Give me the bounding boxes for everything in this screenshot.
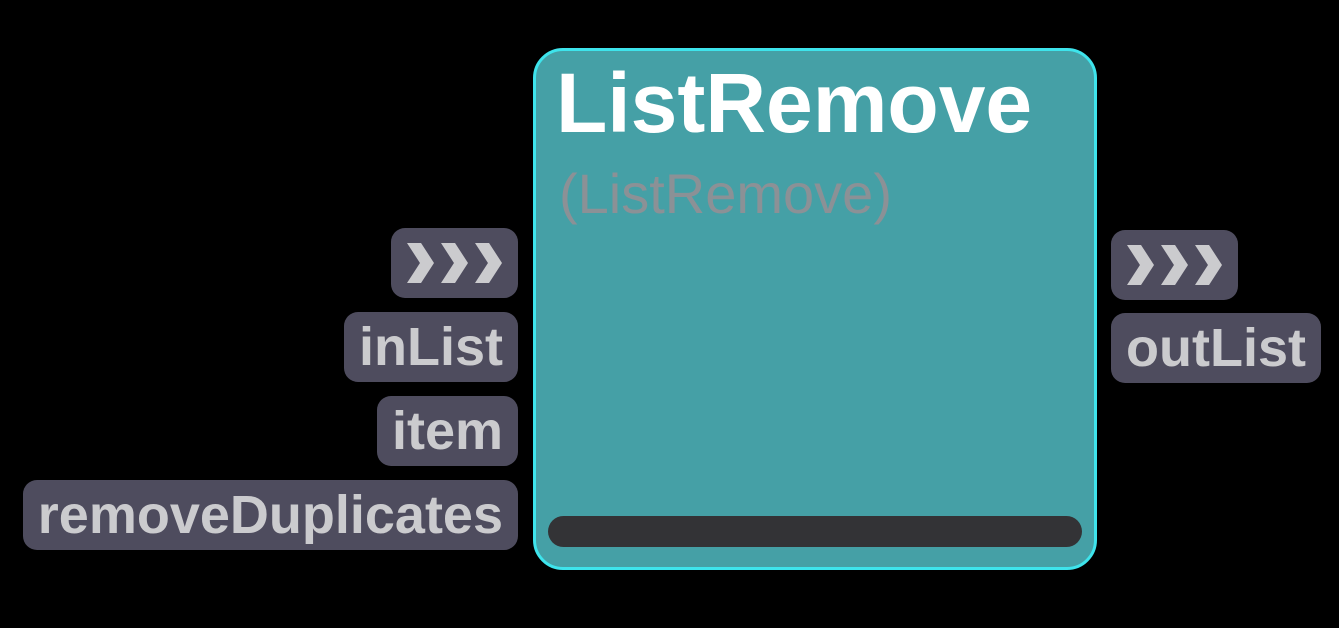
chevron-right-icon bbox=[1161, 245, 1188, 285]
chevron-right-icon bbox=[1127, 245, 1154, 285]
flow-in-port-badge[interactable] bbox=[391, 228, 518, 298]
node-listremove[interactable]: ListRemove (ListRemove) bbox=[533, 48, 1097, 570]
input-port-column: inList item removeDuplicates bbox=[0, 228, 518, 550]
input-port-inlist[interactable]: inList bbox=[344, 312, 518, 382]
flow-out-port-badge[interactable] bbox=[1111, 230, 1238, 300]
node-status-bar bbox=[548, 516, 1082, 547]
input-port-item[interactable]: item bbox=[376, 396, 518, 466]
chevron-right-icon bbox=[407, 243, 434, 283]
node-subtitle: (ListRemove) bbox=[559, 162, 892, 225]
chevron-right-icon bbox=[475, 243, 502, 283]
output-port-column: outList bbox=[1111, 230, 1321, 383]
input-port-removeduplicates[interactable]: removeDuplicates bbox=[22, 480, 518, 550]
chevron-right-icon bbox=[1195, 245, 1222, 285]
chevron-right-icon bbox=[441, 243, 468, 283]
output-port-outlist[interactable]: outList bbox=[1111, 313, 1321, 383]
node-title: ListRemove bbox=[556, 56, 1033, 150]
